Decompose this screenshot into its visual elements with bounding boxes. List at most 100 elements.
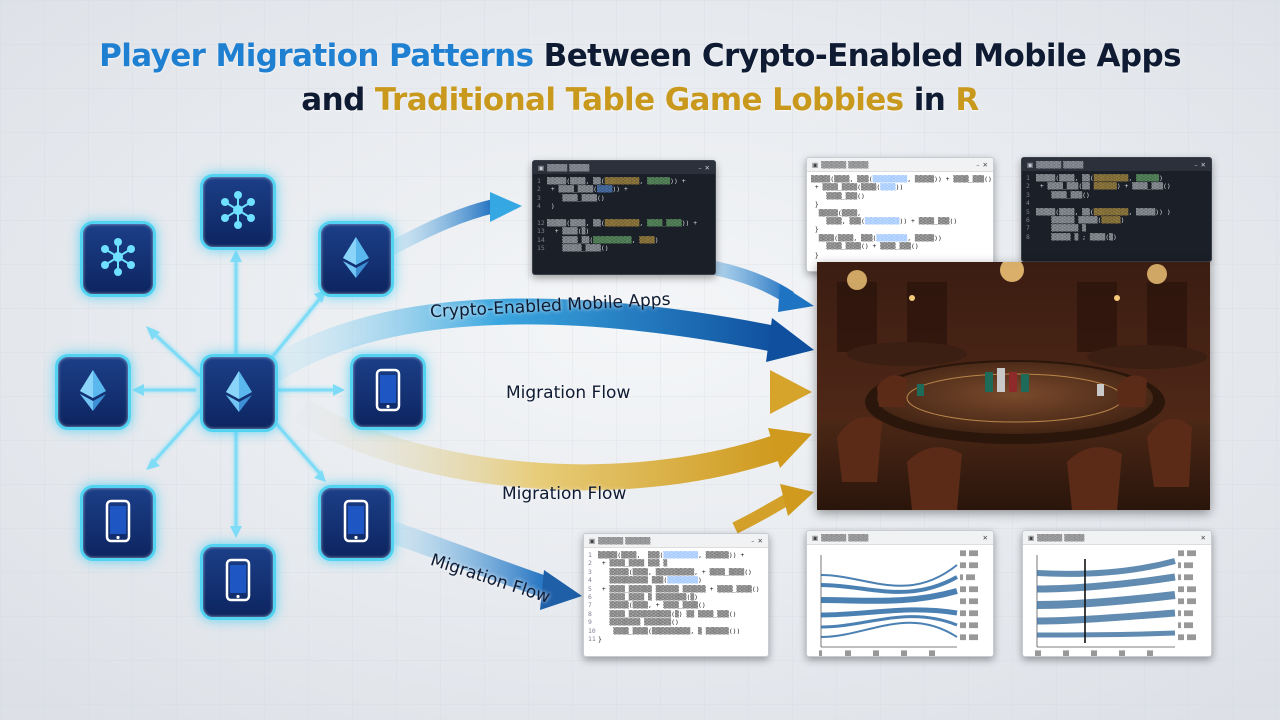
arrowhead: [146, 458, 160, 470]
ethereum-tile[interactable]: [318, 221, 394, 297]
title-segment: Traditional Table Game Lobbies: [374, 82, 904, 118]
arrowhead: [314, 470, 326, 482]
mobile-app-tile[interactable]: [318, 485, 394, 561]
code-body[interactable]: 1▒▒▒▒▒(▒▒▒▒, ▒▒▒(▒▒▒▒▒▒▒▒▒, ▒▒▒▒▒▒)) + 2…: [588, 551, 760, 644]
smartphone-icon: [333, 498, 379, 549]
svg-text:▒▒ ▒▒▒: ▒▒ ▒▒▒: [960, 586, 979, 593]
window-title-bar: ▣▒▒▒▒▒ ▒▒▒▒ ✕: [807, 531, 993, 545]
network-node-tile[interactable]: [80, 221, 156, 297]
close-icon[interactable]: ✕: [982, 533, 988, 542]
minimize-button[interactable]: –: [976, 160, 980, 169]
minimize-button[interactable]: –: [751, 536, 755, 545]
mobile-app-tile[interactable]: [80, 485, 156, 561]
network-icon: [95, 234, 141, 285]
app-icon: ▣: [538, 163, 545, 172]
crypto-flow-band: [262, 298, 783, 383]
arrowhead: [146, 326, 160, 340]
sankey-plot-panel[interactable]: ▣▒▒▒▒▒ ▒▒▒▒✕ ▒▒ ▒▒▒▒ ▒▒▒ ▒ ▒▒▒▒▒ ▒▒▒ ▒▒ …: [1022, 530, 1212, 657]
window-title: ▒▒▒▒▒ ▒▒▒▒▒: [598, 536, 651, 545]
smartphone-icon: [95, 498, 141, 549]
close-icon[interactable]: ✕: [757, 536, 763, 545]
minimize-button[interactable]: –: [698, 163, 702, 172]
code-body[interactable]: 1▒▒▒▒▒(▒▒▒▒, ▒▒(▒▒▒▒▒▒▒▒▒, ▒▒▒▒▒▒) 2 + ▒…: [1026, 174, 1171, 241]
sankey-plot-panel[interactable]: ▣▒▒▒▒▒ ▒▒▒▒ ✕ ▒▒ ▒▒▒ ▒▒ ▒▒▒ ▒ ▒▒▒ ▒▒ ▒▒▒ ▒▒…: [806, 530, 994, 657]
arrowhead: [780, 484, 814, 516]
ethereum-icon: [333, 234, 379, 285]
mobile-app-tile[interactable]: [350, 354, 426, 430]
svg-text:▒▒: ▒▒: [1147, 650, 1154, 657]
title-segment: R: [955, 82, 979, 118]
app-icon: ▣: [1028, 533, 1035, 542]
ethereum-icon: [70, 367, 116, 418]
svg-text:▒▒ ▒▒▒: ▒▒ ▒▒▒: [1178, 586, 1197, 593]
svg-text:▒▒: ▒▒: [1035, 650, 1042, 657]
minimize-button[interactable]: –: [1194, 160, 1198, 169]
app-icon: ▣: [589, 536, 596, 545]
window-title: ▒▒▒▒▒ ▒▒▒▒: [1036, 160, 1084, 169]
svg-text:▒ ▒▒▒: ▒ ▒▒▒: [1178, 610, 1194, 617]
flow-band: [385, 199, 501, 255]
code-editor-panel[interactable]: ▣▒▒▒▒▒ ▒▒▒▒▒ –✕ 1▒▒▒▒▒(▒▒▒▒, ▒▒▒(▒▒▒▒▒▒▒▒…: [583, 533, 769, 657]
svg-text:▒ ▒▒▒: ▒ ▒▒▒: [960, 574, 976, 581]
svg-text:▒▒: ▒▒: [1091, 650, 1098, 657]
sankey-plot: ▒▒ ▒▒▒▒ ▒▒▒ ▒ ▒▒▒▒▒ ▒▒▒ ▒▒ ▒▒▒▒ ▒▒▒ ▒ ▒▒…: [1035, 550, 1197, 657]
smartphone-icon: [365, 367, 411, 418]
arrowhead: [230, 526, 242, 538]
svg-text:▒▒: ▒▒: [1063, 650, 1070, 657]
title-segment: Between Crypto-Enabled Mobile Apps: [533, 38, 1182, 74]
window-title: ▒▒▒▒▒ ▒▒▒▒: [821, 160, 869, 169]
svg-text:▒ ▒▒▒: ▒ ▒▒▒: [1178, 562, 1194, 569]
app-icon: ▣: [812, 160, 819, 169]
code-body[interactable]: ▒▒▒▒▒(▒▒▒▒, ▒▒▒(▒▒▒▒▒▒▒▒▒, ▒▒▒▒▒)) + ▒▒▒…: [811, 175, 992, 259]
migration-flow-label: Migration Flow: [502, 484, 627, 504]
app-icon: ▣: [1027, 160, 1034, 169]
svg-text:▒▒ ▒▒▒: ▒▒ ▒▒▒: [960, 622, 979, 629]
svg-text:▒▒ ▒▒▒: ▒▒ ▒▒▒: [960, 562, 979, 569]
svg-text:▒ ▒▒▒: ▒ ▒▒▒: [1178, 622, 1194, 629]
svg-text:▒▒ ▒▒▒: ▒▒ ▒▒▒: [960, 634, 979, 641]
close-icon[interactable]: ✕: [1200, 533, 1206, 542]
close-icon[interactable]: ✕: [704, 163, 710, 172]
code-editor-panel[interactable]: ▣▒▒▒▒ ▒▒▒▒–✕ 1▒▒▒▒▒(▒▒▒▒, ▒▒(▒▒▒▒▒▒▒▒▒, …: [532, 160, 716, 275]
arrowhead: [333, 384, 345, 396]
title-line-1: Player Migration Patterns Between Crypto…: [0, 34, 1280, 78]
svg-text:▒▒ ▒▒▒: ▒▒ ▒▒▒: [1178, 634, 1197, 641]
hub-ethereum-tile[interactable]: [200, 354, 278, 432]
code-editor-panel[interactable]: ▣▒▒▒▒▒ ▒▒▒▒ –✕ 1▒▒▒▒▒(▒▒▒▒, ▒▒(▒▒▒▒▒▒▒▒▒,…: [1021, 157, 1212, 262]
ethereum-tile[interactable]: [55, 354, 131, 430]
migration-flow-label: Migration Flow: [506, 383, 631, 403]
svg-text:▒▒: ▒▒: [845, 650, 852, 657]
connector-line: [148, 328, 202, 378]
ethereum-icon: [216, 368, 262, 419]
svg-text:▒▒ ▒▒▒: ▒▒ ▒▒▒: [960, 598, 979, 605]
app-icon: ▣: [812, 533, 819, 542]
svg-text:▒▒: ▒▒: [929, 650, 936, 657]
title-segment: in: [903, 82, 956, 118]
code-body[interactable]: 1▒▒▒▒▒(▒▒▒▒, ▒▒(▒▒▒▒▒▒▒▒▒, ▒▒▒▒▒▒)) + 2 …: [537, 177, 698, 253]
network-node-tile[interactable]: [200, 174, 276, 250]
connector-line: [148, 406, 204, 468]
close-icon[interactable]: ✕: [1200, 160, 1206, 169]
window-title-bar: ▣▒▒▒▒▒ ▒▒▒▒✕: [1023, 531, 1211, 545]
close-icon[interactable]: ✕: [982, 160, 988, 169]
svg-text:▒▒: ▒▒: [901, 650, 908, 657]
svg-text:▒▒: ▒▒: [1119, 650, 1126, 657]
title-segment: and: [301, 82, 375, 118]
svg-text:▒▒ ▒▒▒: ▒▒ ▒▒▒: [960, 610, 979, 617]
arrowhead: [540, 570, 582, 610]
flow-band: [732, 492, 793, 534]
svg-text:▒▒: ▒▒: [873, 650, 880, 657]
arrowhead: [490, 192, 522, 222]
window-title-bar: ▣▒▒▒▒▒ ▒▒▒▒▒ –✕: [584, 534, 768, 548]
arrowhead: [230, 250, 242, 262]
mobile-app-tile[interactable]: [200, 544, 276, 620]
title-segment: Player Migration Patterns: [99, 38, 534, 74]
migration-flow-band: [293, 398, 781, 491]
window-title: ▒▒▒▒▒ ▒▒▒▒: [821, 533, 869, 542]
window-title-bar: ▣▒▒▒▒ ▒▒▒▒–✕: [533, 161, 715, 174]
code-editor-panel[interactable]: ▣▒▒▒▒▒ ▒▒▒▒ –✕ ▒▒▒▒▒(▒▒▒▒, ▒▒▒(▒▒▒▒▒▒▒▒▒,…: [806, 157, 994, 272]
casino-table-lobby-image: [817, 262, 1210, 510]
svg-text:▒ ▒▒▒: ▒ ▒▒▒: [1178, 574, 1194, 581]
svg-text:▒▒ ▒▒▒: ▒▒ ▒▒▒: [1178, 550, 1197, 557]
